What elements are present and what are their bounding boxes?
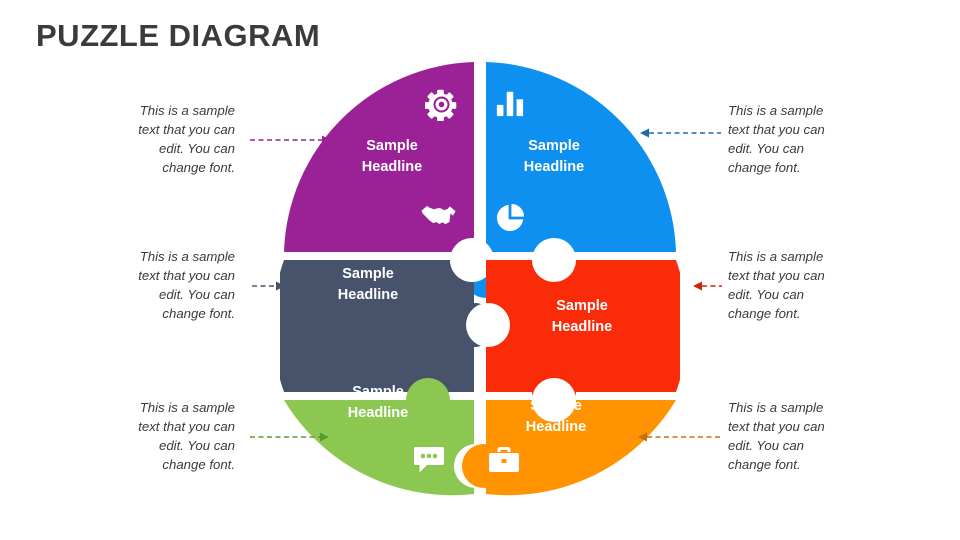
puzzle-piece-middle-left-headline-line2: Headline bbox=[338, 287, 398, 303]
callout-left-3-line2: text that you can bbox=[138, 419, 235, 434]
puzzle-piece-middle-left-headline-line1: Sample bbox=[342, 266, 394, 282]
callout-right-3-line1: This is a sample bbox=[728, 400, 824, 415]
connector-arrow-right-3 bbox=[638, 432, 721, 442]
puzzle-piece-bottom-left-shape[interactable] bbox=[284, 400, 474, 496]
puzzle-piece-top-right-shape[interactable] bbox=[464, 62, 676, 300]
puzzle-piece-bottom-right[interactable]: Sample Headline bbox=[462, 378, 676, 496]
callout-left-3-line4: change font. bbox=[162, 457, 235, 472]
puzzle-piece-middle-left[interactable]: Sample Headline bbox=[280, 205, 496, 392]
callout-right-2: This is a sample text that you can edit.… bbox=[728, 247, 908, 323]
puzzle-piece-top-left[interactable]: Sample Headline bbox=[284, 62, 474, 300]
callout-right-3-line2: text that you can bbox=[728, 419, 825, 434]
callout-left-1-line3: edit. You can bbox=[158, 141, 235, 156]
callout-right-2-line3: edit. You can bbox=[728, 287, 805, 302]
puzzle-piece-bottom-right-top-notch bbox=[532, 378, 576, 422]
puzzle-piece-middle-left-fill bbox=[284, 260, 474, 392]
connector-arrow-left-1 bbox=[250, 135, 331, 145]
puzzle-piece-bottom-right-shape[interactable] bbox=[486, 400, 676, 496]
callout-right-3-line3: edit. You can bbox=[728, 438, 805, 453]
puzzle-piece-middle-right-left-notch bbox=[466, 303, 510, 347]
puzzle-piece-bottom-left-headline-line2: Headline bbox=[348, 405, 408, 421]
callout-left-2-line3: edit. You can bbox=[158, 287, 235, 302]
callout-left-2-line1: This is a sample bbox=[139, 249, 235, 264]
puzzle-piece-middle-right-headline-line2: Headline bbox=[552, 319, 612, 335]
puzzle-piece-middle-right-shape[interactable] bbox=[486, 260, 680, 392]
callout-right-2-line2: text that you can bbox=[728, 268, 825, 283]
callout-right-1-line1: This is a sample bbox=[728, 103, 824, 118]
callout-right-2-line4: change font. bbox=[728, 306, 801, 321]
callout-left-1-line4: change font. bbox=[162, 160, 235, 175]
puzzle-piece-middle-right-top-notch bbox=[532, 238, 576, 282]
callout-left-1-line2: text that you can bbox=[138, 122, 235, 137]
callout-right-1-line3: edit. You can bbox=[728, 141, 805, 156]
callout-right-1: This is a sample text that you can edit.… bbox=[728, 101, 908, 177]
puzzle-piece-top-right[interactable]: Sample Headline bbox=[464, 62, 676, 300]
callout-left-1-line1: This is a sample bbox=[139, 103, 235, 118]
puzzle-piece-top-left-headline-line2: Headline bbox=[362, 159, 422, 175]
puzzle-graphic: Sample Headline Sample Headline Sample bbox=[280, 62, 680, 496]
callout-right-3: This is a sample text that you can edit.… bbox=[728, 398, 908, 474]
connector-arrow-left-2 bbox=[252, 281, 285, 291]
puzzle-piece-bottom-left-headline-line1: Sample bbox=[352, 384, 404, 400]
connector-arrow-right-2 bbox=[693, 281, 722, 291]
puzzle-piece-middle-left-notch-circle bbox=[450, 238, 494, 282]
callout-right-3-line4: change font. bbox=[728, 457, 801, 472]
callout-left-2-line4: change font. bbox=[162, 306, 235, 321]
puzzle-piece-middle-right-headline-line1: Sample bbox=[556, 298, 608, 314]
puzzle-piece-top-left-shape[interactable] bbox=[284, 62, 474, 300]
callout-right-1-line4: change font. bbox=[728, 160, 801, 175]
callout-left-3-line1: This is a sample bbox=[139, 400, 235, 415]
connector-arrow-left-3 bbox=[250, 432, 329, 442]
connector-arrow-right-1 bbox=[640, 128, 721, 138]
puzzle-piece-bottom-right-headline-line2: Headline bbox=[526, 419, 586, 435]
puzzle-piece-top-right-headline-line2: Headline bbox=[524, 159, 584, 175]
callout-right-2-line1: This is a sample bbox=[728, 249, 824, 264]
callout-left-2-line2: text that you can bbox=[138, 268, 235, 283]
puzzle-piece-bottom-left-top-tab bbox=[406, 378, 450, 422]
puzzle-piece-top-right-headline-line1: Sample bbox=[528, 138, 580, 154]
callout-left-3-line3: edit. You can bbox=[158, 438, 235, 453]
puzzle-piece-top-left-headline-line1: Sample bbox=[366, 138, 418, 154]
callout-left-2: This is a sample text that you can edit.… bbox=[55, 247, 235, 323]
page-title: PUZZLE DIAGRAM bbox=[36, 18, 321, 53]
puzzle-piece-bottom-right-headline-line1: Sample bbox=[530, 398, 582, 414]
callout-left-1: This is a sample text that you can edit.… bbox=[55, 101, 235, 177]
callout-left-3: This is a sample text that you can edit.… bbox=[55, 398, 235, 474]
callout-right-1-line2: text that you can bbox=[728, 122, 825, 137]
